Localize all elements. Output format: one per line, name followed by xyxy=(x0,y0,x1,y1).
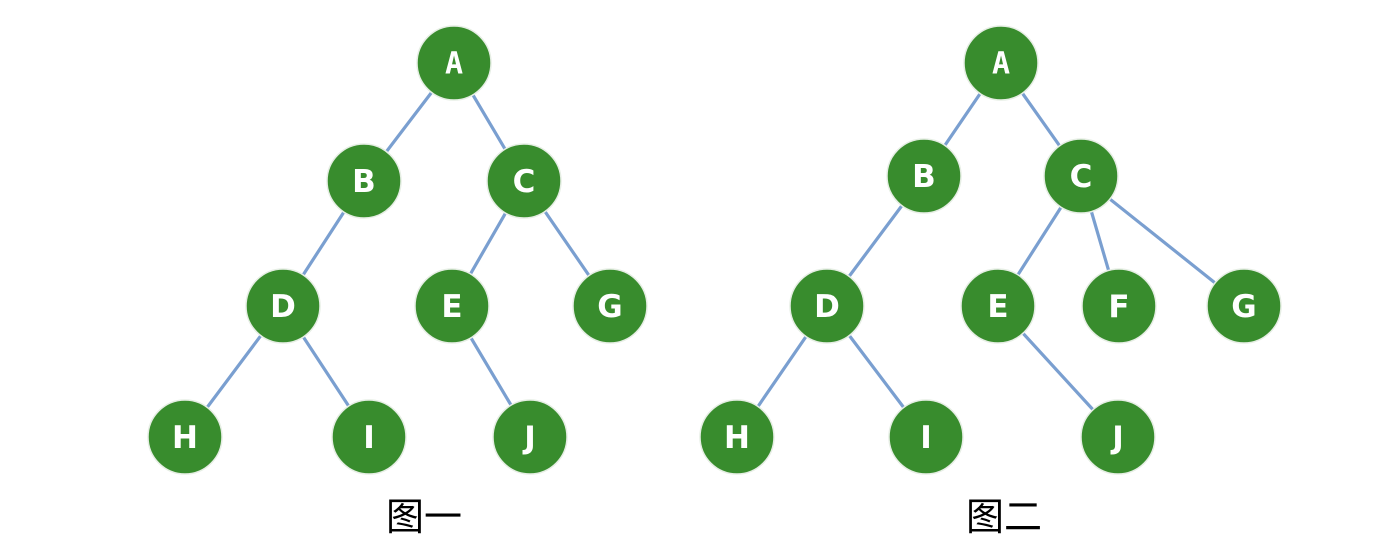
node-label-h: H xyxy=(724,420,750,456)
node-label-d: D xyxy=(270,289,296,325)
tree-node-g: G xyxy=(1206,268,1282,344)
node-circle-a xyxy=(963,25,1039,101)
tree-node-a: A xyxy=(416,25,492,101)
node-label-i: I xyxy=(363,420,375,456)
node-label-c: C xyxy=(1070,159,1093,195)
node-circle-e xyxy=(960,268,1036,344)
node-label-b: B xyxy=(352,164,376,200)
node-label-f: F xyxy=(1108,289,1129,325)
tree-node-i: I xyxy=(888,399,964,475)
node-label-g: G xyxy=(1231,289,1256,325)
node-label-a: A xyxy=(992,47,1010,82)
tree-node-h: H xyxy=(699,399,775,475)
node-circle-h xyxy=(699,399,775,475)
tree-node-j: J xyxy=(1080,399,1156,475)
node-circle-g xyxy=(572,268,648,344)
node-circle-f xyxy=(1081,268,1157,344)
node-label-c: C xyxy=(513,164,536,200)
node-circle-b xyxy=(326,143,402,219)
node-circle-j xyxy=(492,399,568,475)
node-label-g: G xyxy=(597,289,622,325)
tree-node-f: F xyxy=(1081,268,1157,344)
tree-node-h: H xyxy=(147,399,223,475)
tree-node-e: E xyxy=(960,268,1036,344)
node-circle-e xyxy=(414,268,490,344)
node-circle-j xyxy=(1080,399,1156,475)
figure-one: A B C D E G H I J 图一 xyxy=(147,25,648,539)
tree-node-c: C xyxy=(1043,138,1119,214)
node-circle-c xyxy=(486,143,562,219)
node-circle-b xyxy=(886,138,962,214)
tree-node-b: B xyxy=(886,138,962,214)
node-circle-h xyxy=(147,399,223,475)
tree-node-j: J xyxy=(492,399,568,475)
node-label-a: A xyxy=(445,47,463,82)
node-circle-i xyxy=(331,399,407,475)
node-circle-i xyxy=(888,399,964,475)
node-circle-a xyxy=(416,25,492,101)
tree-node-c: C xyxy=(486,143,562,219)
node-label-d: D xyxy=(814,289,840,325)
node-circle-g xyxy=(1206,268,1282,344)
node-label-e: E xyxy=(987,289,1008,325)
node-label-j: J xyxy=(1110,420,1124,456)
tree-node-g: G xyxy=(572,268,648,344)
tree-node-e: E xyxy=(414,268,490,344)
tree-node-i: I xyxy=(331,399,407,475)
tree-node-a: A xyxy=(963,25,1039,101)
node-circle-d xyxy=(789,268,865,344)
node-label-j: J xyxy=(522,420,536,456)
node-label-h: H xyxy=(172,420,198,456)
node-circle-c xyxy=(1043,138,1119,214)
figure-one-caption: 图一 xyxy=(386,495,462,539)
node-label-b: B xyxy=(912,159,936,195)
tree-node-d: D xyxy=(245,268,321,344)
tree-node-b: B xyxy=(326,143,402,219)
figure-two-caption: 图二 xyxy=(966,495,1042,539)
node-circle-d xyxy=(245,268,321,344)
figure-two: A B C D E F G H I J 图二 xyxy=(699,25,1282,539)
node-label-i: I xyxy=(920,420,932,456)
node-label-e: E xyxy=(441,289,462,325)
tree-node-d: D xyxy=(789,268,865,344)
